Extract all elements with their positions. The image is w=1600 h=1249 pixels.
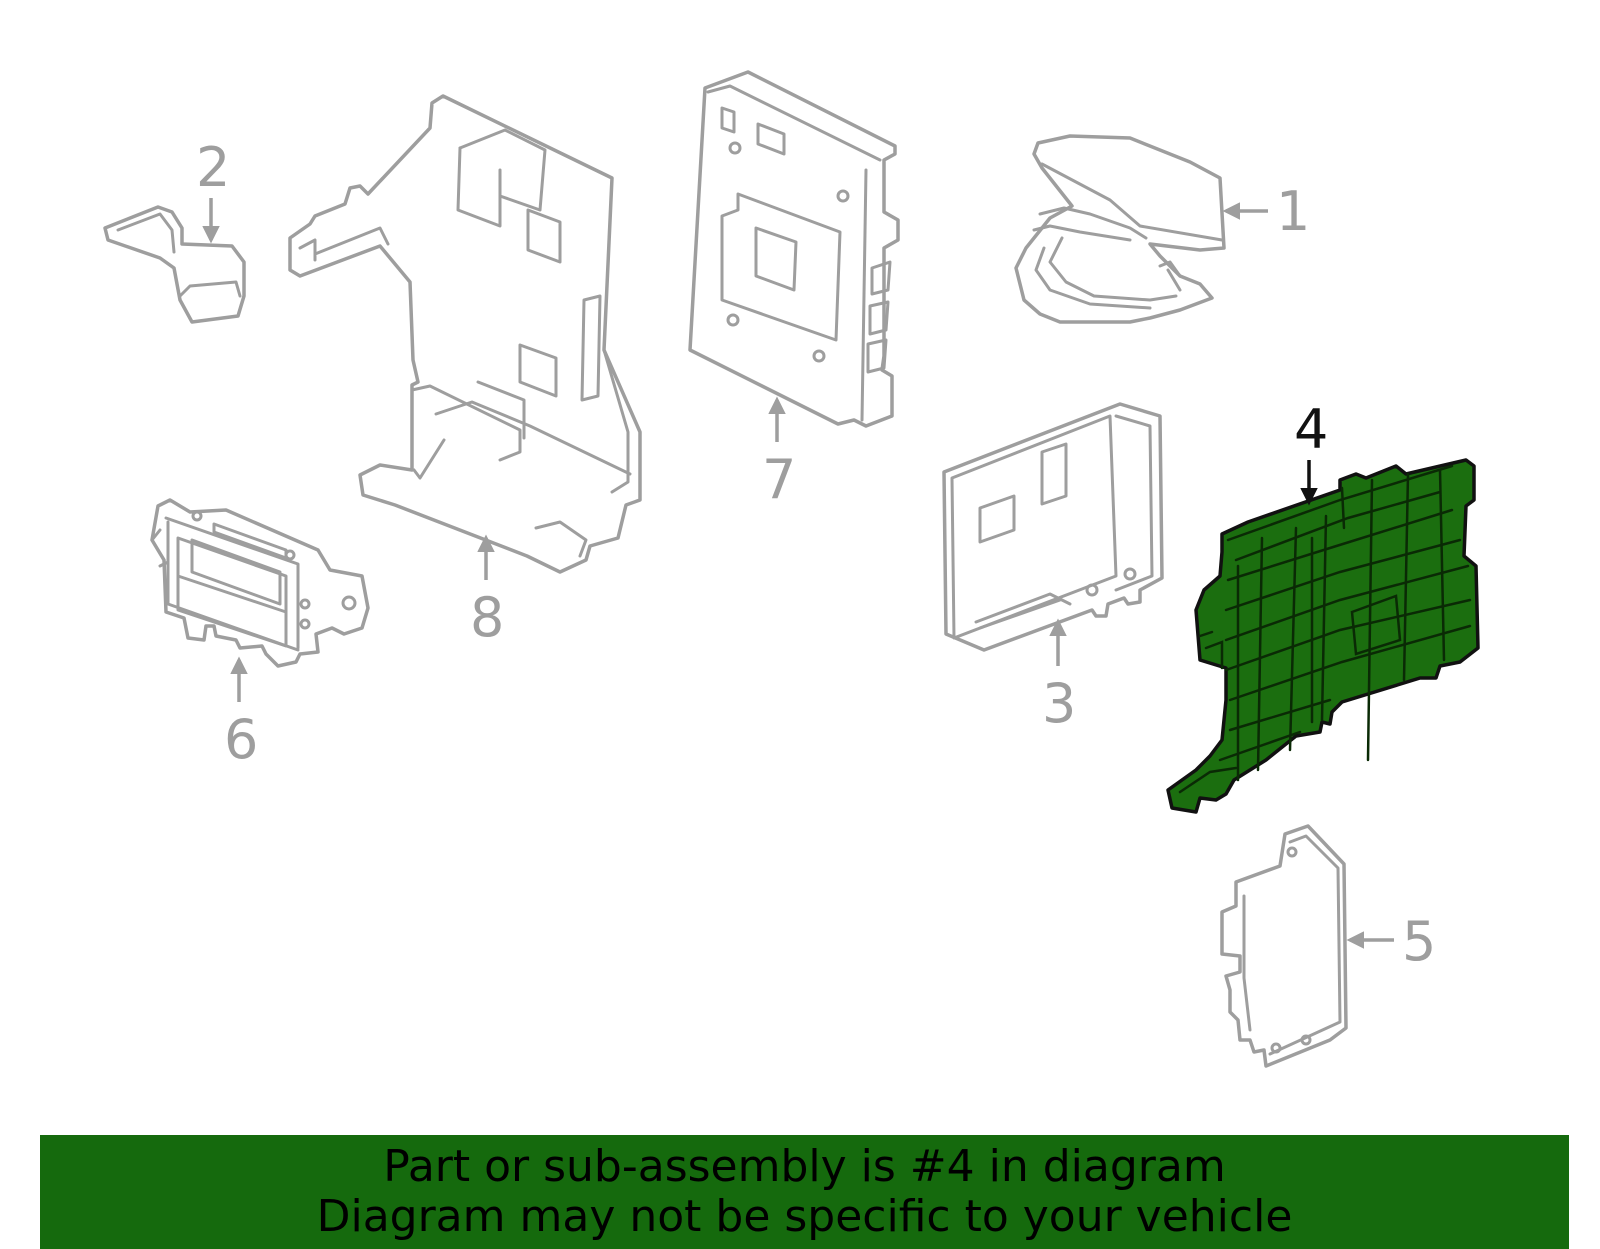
callout-6: 6 [224, 656, 258, 771]
callout-7: 7 [762, 396, 796, 511]
callout-5-label: 5 [1402, 910, 1436, 973]
callout-1-label: 1 [1276, 180, 1310, 243]
part-2-sensor[interactable] [103, 205, 246, 324]
part-1-antenna[interactable] [1014, 134, 1226, 324]
part-4-bracket-highlighted[interactable] [1166, 458, 1480, 814]
callout-2-label: 2 [196, 136, 230, 199]
parts-diagram: 1 2 3 4 5 6 7 8 [103, 70, 1480, 1068]
callout-7-label: 7 [762, 448, 796, 511]
callout-8: 8 [470, 534, 504, 649]
callout-4-label: 4 [1294, 398, 1328, 461]
callout-3-label: 3 [1042, 672, 1076, 735]
callout-3: 3 [1042, 618, 1076, 735]
banner-line-1: Part or sub-assembly is #4 in diagram [383, 1141, 1226, 1192]
part-5-plate[interactable] [1220, 824, 1348, 1068]
part-7-module[interactable] [688, 70, 900, 428]
part-6-module[interactable] [150, 498, 370, 668]
callout-2: 2 [196, 136, 230, 244]
banner-line-2: Diagram may not be specific to your vehi… [316, 1191, 1293, 1242]
info-banner: Part or sub-assembly is #4 in diagram Di… [40, 1135, 1569, 1249]
callout-8-label: 8 [470, 586, 504, 649]
part-3-module[interactable] [942, 402, 1164, 652]
callout-6-label: 6 [224, 708, 258, 771]
callout-4: 4 [1294, 398, 1328, 506]
callout-1: 1 [1222, 180, 1310, 243]
callout-5: 5 [1346, 910, 1436, 973]
part-8-bracket[interactable] [288, 94, 642, 574]
